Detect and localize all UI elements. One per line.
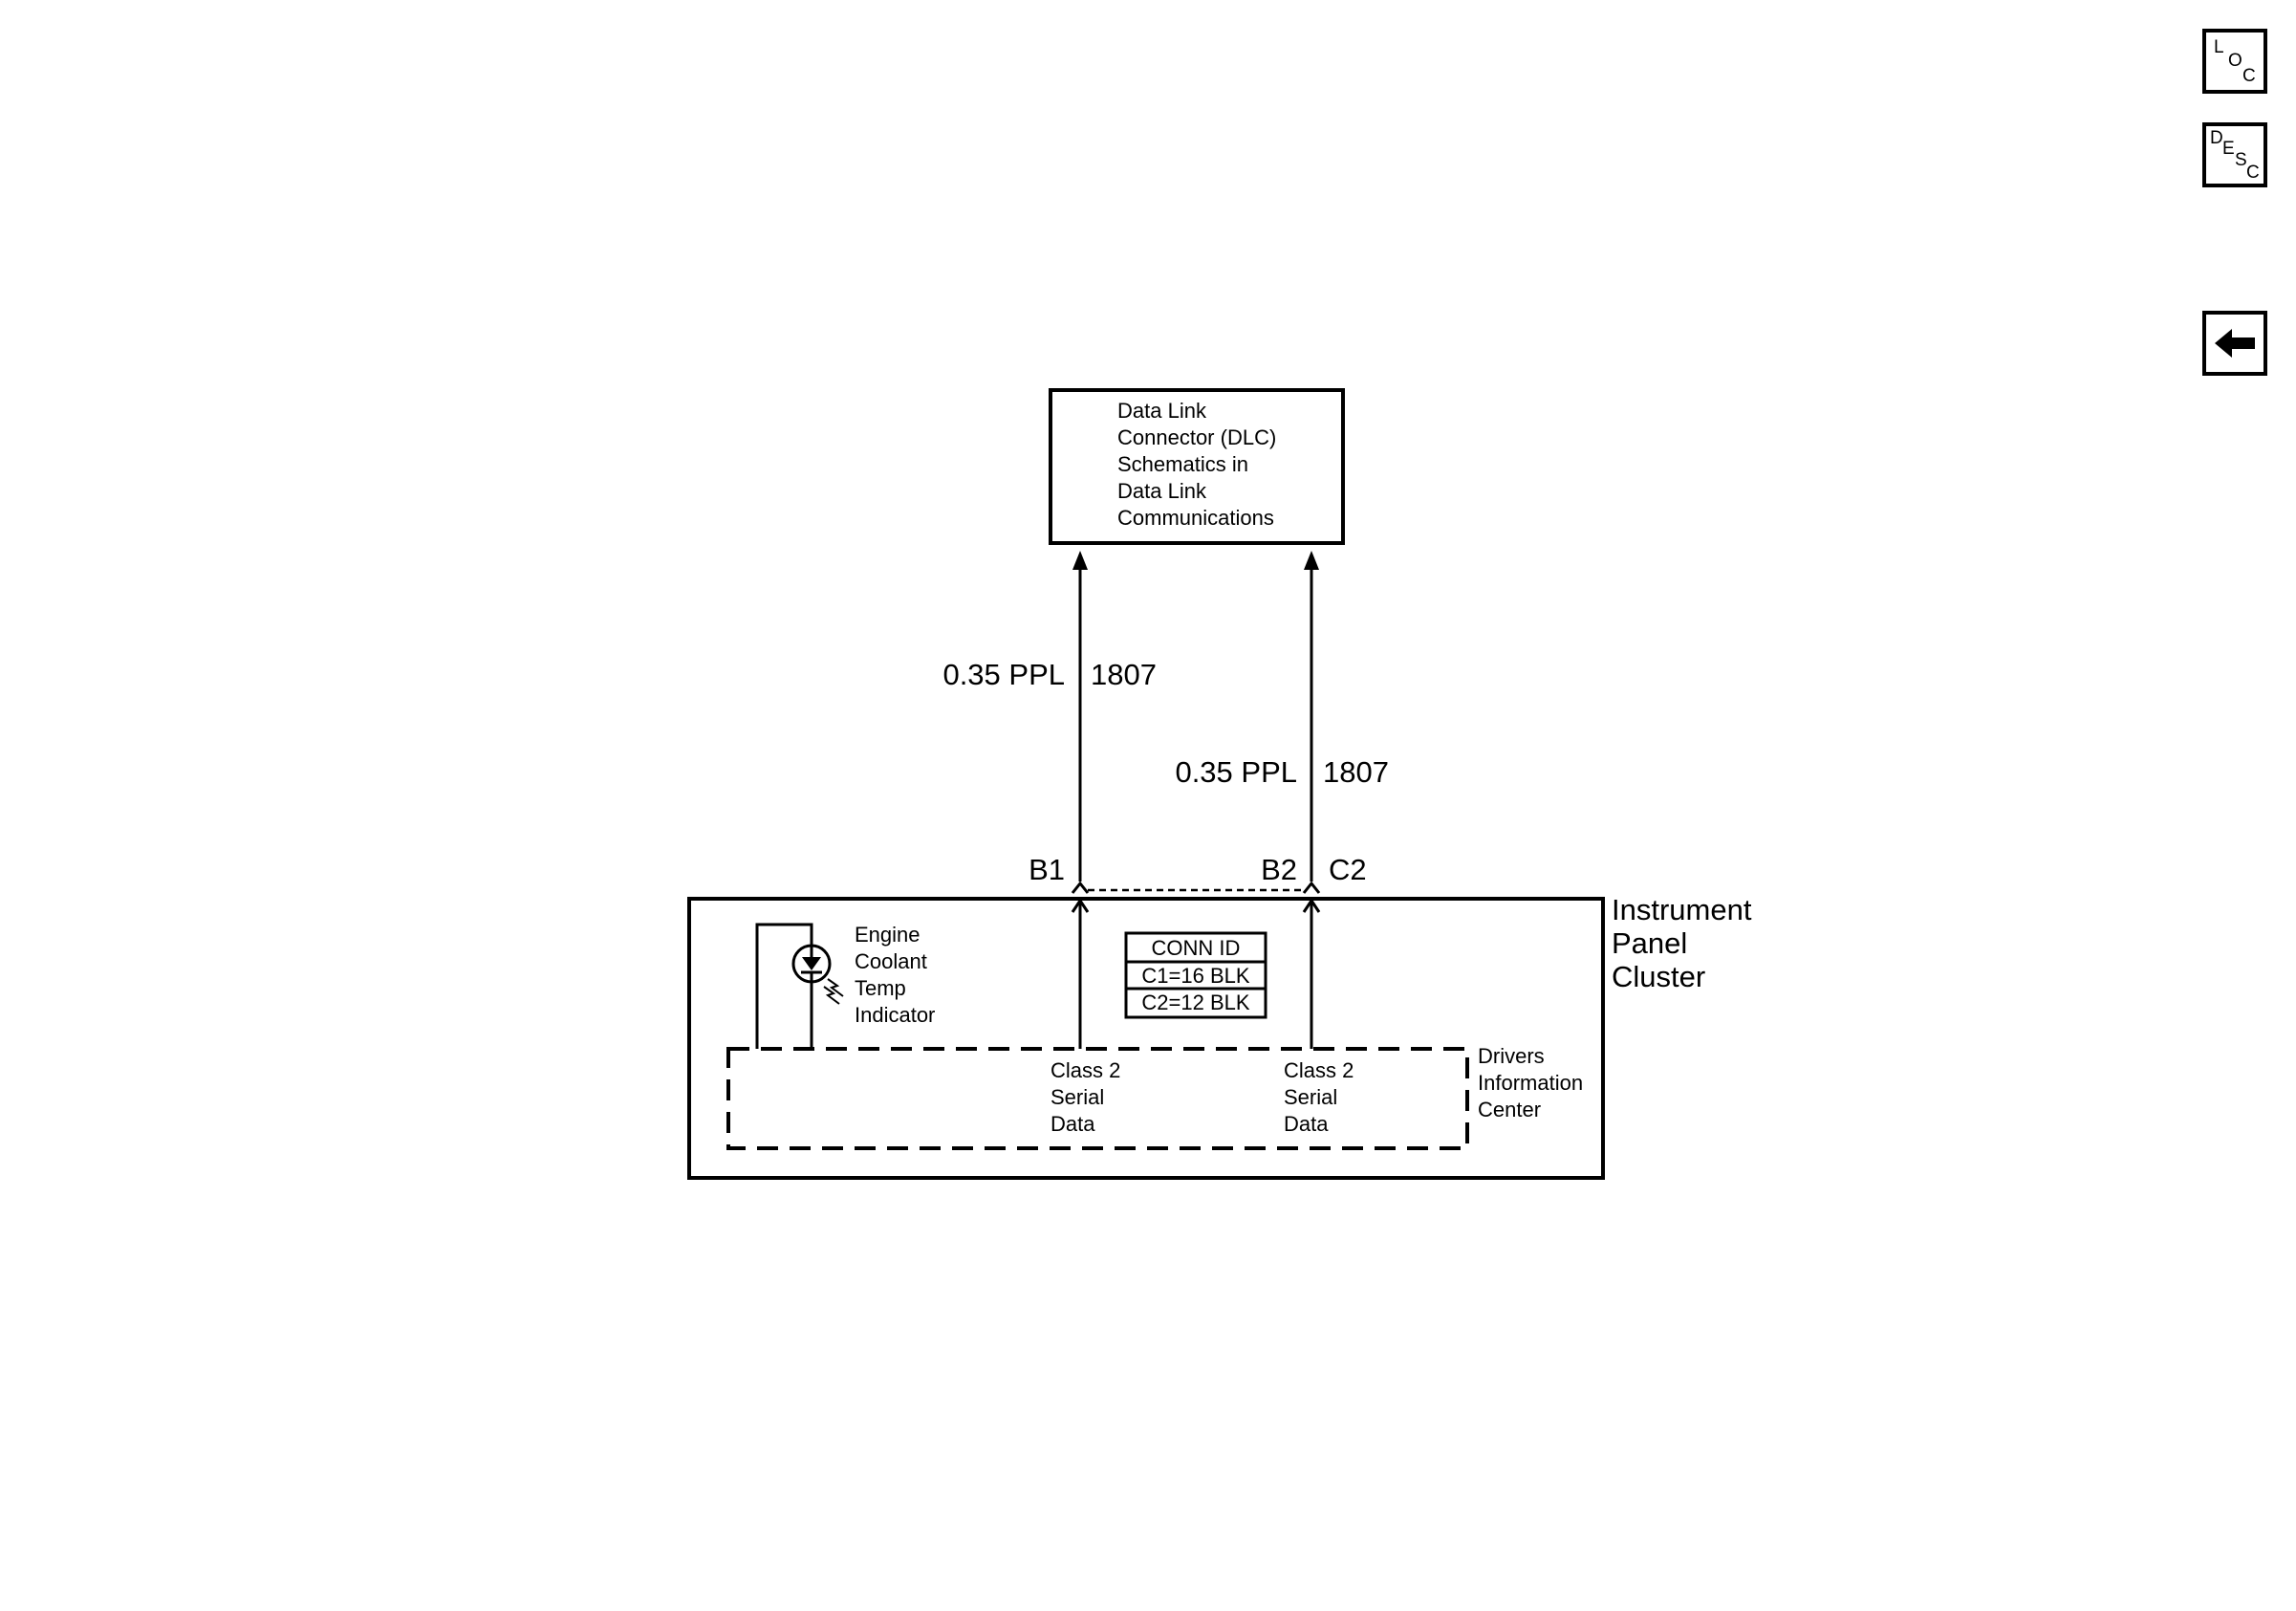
ipc-label-line-3: Cluster xyxy=(1612,960,1705,993)
indicator-wire xyxy=(755,923,813,1049)
connector-c2-caret xyxy=(1302,881,1321,894)
arrow-to-dlc-right xyxy=(1304,551,1319,570)
led-icon xyxy=(791,944,844,1005)
loc-letter-c: C xyxy=(2242,66,2256,86)
back-button[interactable] xyxy=(2202,311,2267,376)
loc-button[interactable]: L O C xyxy=(2202,29,2267,94)
indicator-label-line-4: Indicator xyxy=(855,1003,935,1027)
pin-b1: B1 xyxy=(1029,853,1065,886)
wire-b1-circuit: 1807 xyxy=(1091,658,1157,691)
ipc-label-line-2: Panel xyxy=(1612,926,1687,960)
conn-id-c2: C2=12 BLK xyxy=(1141,991,1249,1014)
loc-letter-o: O xyxy=(2228,51,2242,71)
internal-arrow-c2 xyxy=(1302,898,1321,913)
connector-b1-caret xyxy=(1071,881,1090,894)
loc-letter-l: L xyxy=(2214,37,2224,57)
ipc-label-line-1: Instrument xyxy=(1612,893,1752,926)
dic-label-line-3: Center xyxy=(1478,1098,1541,1121)
desc-letter-s: S xyxy=(2235,150,2247,170)
dlc-label-line-5: Communications xyxy=(1117,506,1274,530)
dic-label-line-2: Information xyxy=(1478,1071,1583,1095)
desc-button[interactable]: D E S C xyxy=(2202,122,2267,187)
conn-id-table xyxy=(1124,931,1267,1019)
serial-right-line-2: Serial xyxy=(1284,1085,1337,1109)
desc-letter-d: D xyxy=(2210,128,2223,148)
pin-c2: C2 xyxy=(1329,853,1367,886)
serial-right-line-1: Class 2 xyxy=(1284,1058,1354,1082)
conn-id-c1: C1=16 BLK xyxy=(1141,964,1249,988)
dlc-label-line-3: Schematics in xyxy=(1117,452,1248,476)
dic-label-line-1: Drivers xyxy=(1478,1044,1545,1068)
conn-id-header: CONN ID xyxy=(1152,936,1241,960)
serial-left-line-3: Data xyxy=(1051,1112,1095,1136)
dlc-label-line-2: Connector (DLC) xyxy=(1117,425,1276,449)
dlc-label-line-4: Data Link xyxy=(1117,479,1207,503)
back-arrow-icon xyxy=(2215,329,2255,358)
serial-left-line-2: Serial xyxy=(1051,1085,1104,1109)
dic-dashed-box xyxy=(726,1047,1469,1150)
dlc-box xyxy=(1049,388,1345,545)
wire-b1-gauge-color: 0.35 PPL xyxy=(942,658,1065,691)
serial-right-line-3: Data xyxy=(1284,1112,1329,1136)
arrow-to-dlc-left xyxy=(1072,551,1088,570)
pin-b2: B2 xyxy=(1261,853,1297,886)
internal-arrow-b1 xyxy=(1071,898,1090,913)
ipc-box xyxy=(687,897,1605,1180)
serial-left-line-1: Class 2 xyxy=(1051,1058,1120,1082)
desc-letter-c: C xyxy=(2246,163,2260,183)
wire-c2-gauge-color: 0.35 PPL xyxy=(1175,755,1297,789)
desc-letter-e: E xyxy=(2222,139,2235,159)
dlc-label-line-1: Data Link xyxy=(1117,399,1207,423)
wire-c2-circuit: 1807 xyxy=(1323,755,1389,789)
indicator-label-line-3: Temp xyxy=(855,976,906,1000)
indicator-label-line-1: Engine xyxy=(855,923,921,947)
indicator-label-line-2: Coolant xyxy=(855,949,927,973)
